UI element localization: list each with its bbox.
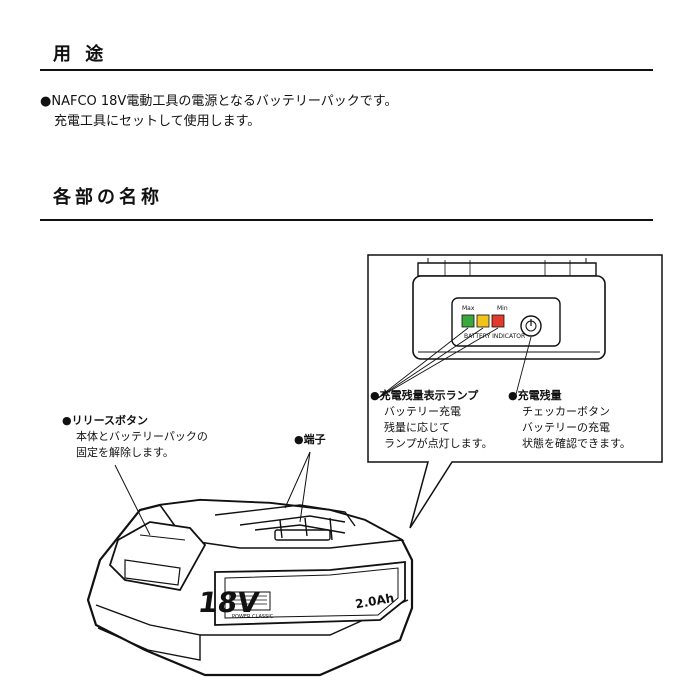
- usage-description: ●NAFCO 18V電動工具の電源となるバッテリーパックです。 充電工具にセット…: [40, 92, 398, 132]
- parts-heading: 各部の名称: [53, 187, 163, 208]
- lamp-callout-line-2: 残量に応じて: [384, 421, 450, 434]
- checker-callout-line-3: 状態を確認できます。: [522, 437, 631, 450]
- release-leader-line: [114, 464, 151, 536]
- indicator-max-label: Max: [462, 305, 475, 312]
- checker-leader-line: [514, 336, 532, 399]
- checker-callout-line-2: バッテリーの充電: [522, 421, 610, 434]
- checker-callout-title: ●充電残量: [508, 389, 562, 402]
- checker-callout-line-1: チェッカーボタン: [522, 405, 610, 418]
- lamp-red: [491, 314, 505, 328]
- bullet-icon: ●: [40, 94, 52, 109]
- logo-text: POWER CLASSIC: [232, 614, 274, 620]
- zoomed-battery-top: [412, 258, 606, 360]
- battery-main: [86, 498, 414, 677]
- release-callout-line-2: 固定を解除します。: [76, 446, 174, 459]
- lamp-callout-title: ●充電残量表示ランプ: [370, 389, 479, 402]
- indicator-min-label: Min: [497, 305, 508, 312]
- usage-heading: 用 途: [53, 44, 108, 65]
- parts-heading-rule: [40, 219, 653, 221]
- terminal-leader-line-1: [284, 451, 311, 509]
- checker-callout: ●充電残量 チェッカーボタン バッテリーの充電 状態を確認できます。: [508, 388, 631, 452]
- indicator-caption: BATTERY INDICATOR: [464, 333, 526, 340]
- terminal-leader-line-2: [299, 451, 311, 523]
- lamp-leader-lines: [377, 327, 499, 399]
- lamp-yellow: [476, 314, 490, 328]
- lamp-callout-line-1: バッテリー充電: [384, 405, 461, 418]
- release-button: [108, 521, 207, 592]
- release-callout-title: ●リリースボタン: [62, 414, 149, 427]
- terminal-callout: ●端子: [294, 432, 326, 448]
- release-callout-line-1: 本体とバッテリーパックの: [76, 430, 208, 443]
- usage-line-2: 充電工具にセットして使用します。: [54, 114, 261, 129]
- usage-line-1: ●NAFCO 18V電動工具の電源となるバッテリーパックです。: [40, 94, 398, 109]
- release-button-callout: ●リリースボタン 本体とバッテリーパックの 固定を解除します。: [62, 413, 208, 461]
- voltage-label: 18V: [196, 586, 261, 619]
- lamp-callout: ●充電残量表示ランプ バッテリー充電 残量に応じて ランプが点灯します。: [370, 388, 493, 452]
- terminal-rails: [214, 504, 356, 541]
- usage-heading-rule: [40, 69, 653, 71]
- lamp-green: [461, 314, 475, 328]
- capacity-label: 2.0Ah: [354, 591, 395, 612]
- lamp-callout-line-3: ランプが点灯します。: [384, 437, 493, 450]
- logo-block: [229, 591, 271, 611]
- terminal-callout-title: ●端子: [294, 433, 326, 446]
